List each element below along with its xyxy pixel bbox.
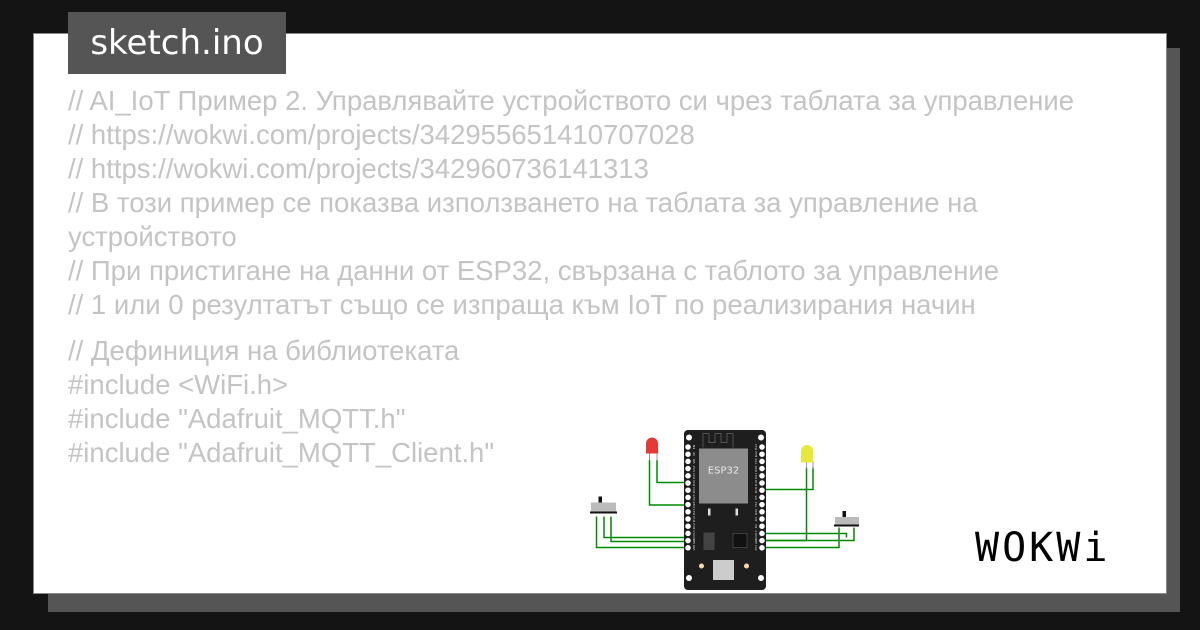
code-line: // В този пример се показва използването… (68, 187, 986, 252)
pin-label: D15 (754, 530, 758, 536)
button[interactable] (744, 563, 749, 569)
pin-label: RX2 (754, 509, 758, 515)
esp32-chip (699, 448, 748, 504)
code-line: // AI_IoT Пример 2. Управлявайте устройс… (68, 85, 1075, 116)
pin-label: D34 (692, 465, 696, 471)
pin-left-vn[interactable] (685, 458, 691, 465)
pin-label: D18 (754, 487, 758, 493)
pin-label: VN (692, 459, 696, 463)
pin-right-d18[interactable] (759, 487, 765, 493)
pin-label: GND (754, 536, 758, 544)
pin-left-vin[interactable] (685, 545, 691, 551)
esp32-board[interactable]: ESP32 ENVPVND34D35D32D33D25D26D27D14D12D… (684, 430, 766, 590)
pin-left-d33[interactable] (685, 487, 691, 493)
code-line: // https://wokwi.com/projects/3429607361… (68, 153, 649, 184)
code-line: #include "Adafruit_MQTT_Client.h" (68, 437, 495, 468)
slide-switch-right[interactable] (834, 511, 859, 527)
wire (762, 532, 848, 538)
wire (762, 527, 855, 542)
pin-label: EN (692, 445, 696, 449)
pin-left-vp[interactable] (685, 451, 691, 457)
pin-right-rx2[interactable] (759, 509, 765, 515)
pin-label: D12 (692, 523, 696, 529)
pin-left-d27[interactable] (685, 509, 691, 515)
slide-switch-left[interactable] (590, 496, 617, 514)
pin-label: TX2 (754, 502, 758, 509)
pin-left-d13[interactable] (685, 530, 691, 537)
pin-left-gnd[interactable] (685, 537, 691, 544)
wire (762, 467, 814, 491)
wokwi-logo: WOKWi (975, 525, 1111, 571)
wire (648, 460, 689, 541)
pin-right-tx2[interactable] (759, 501, 765, 508)
pin-right-d15[interactable] (759, 530, 765, 537)
pin-label: D26 (692, 501, 696, 507)
pin-left-d26[interactable] (685, 501, 691, 508)
pin-left-en[interactable] (685, 444, 691, 450)
pin-label: TX0 (754, 458, 758, 465)
code-line: // Дефиниция на библиотеката (68, 335, 460, 366)
pin-label: D33 (692, 487, 696, 493)
pin-right-d21[interactable] (759, 473, 765, 479)
led-yellow[interactable] (801, 445, 814, 469)
code-view: // AI_IoT Пример 2. Управлявайте устройс… (68, 84, 1138, 470)
button[interactable] (699, 563, 704, 569)
pin-label: D23 (754, 444, 758, 450)
pin-right-3v3[interactable] (759, 545, 765, 551)
pin-left-d32[interactable] (685, 480, 691, 486)
circuit-diagram: ESP32 ENVPVND34D35D32D33D25D26D27D14D12D… (590, 430, 859, 590)
wire (762, 527, 840, 549)
wire (656, 460, 688, 484)
pin-label: D35 (692, 473, 696, 479)
pin-left-d34[interactable] (685, 465, 691, 472)
pin-right-tx0[interactable] (759, 458, 765, 465)
pin-right-d19[interactable] (759, 480, 765, 486)
wire (603, 516, 688, 539)
pin-label: VP (692, 452, 696, 456)
code-line: // https://wokwi.com/projects/3429556514… (68, 119, 695, 150)
pin-label: D4 (754, 517, 758, 521)
pin-right-d22[interactable] (759, 451, 765, 457)
board-label: ESP32 (708, 466, 739, 477)
pin-right-d23[interactable] (759, 444, 765, 450)
pin-label: VIN (692, 545, 696, 550)
pin-left-d35[interactable] (685, 473, 691, 479)
code-line: #include "Adafruit_MQTT.h" (68, 403, 406, 434)
pin-label: D13 (692, 530, 696, 536)
code-line: #include <WiFi.h> (68, 369, 289, 400)
pin-label: D25 (692, 494, 696, 500)
file-tab: sketch.ino (68, 12, 286, 74)
code-card: // AI_IoT Пример 2. Управлявайте устройс… (33, 33, 1167, 594)
led-red[interactable] (646, 437, 658, 461)
pin-left-d25[interactable] (685, 494, 691, 501)
code-line: // 1 или 0 резултатът също се изпраща къ… (68, 289, 976, 320)
pin-label: D19 (754, 480, 758, 486)
pin-right-d4[interactable] (759, 516, 765, 522)
pin-left-d12[interactable] (685, 523, 691, 529)
pin-label: D5 (754, 495, 758, 499)
pin-right-rx0[interactable] (759, 465, 765, 472)
pin-label: D32 (692, 480, 696, 486)
pin-label: D22 (754, 451, 758, 457)
pin-right-d5[interactable] (759, 494, 765, 501)
pin-label: D2 (754, 524, 758, 528)
wire (610, 516, 688, 543)
pin-label: RX0 (754, 465, 758, 471)
pin-left-d14[interactable] (685, 516, 691, 522)
pin-label: 3V3 (754, 545, 758, 551)
pin-label: D27 (692, 509, 696, 515)
wire (595, 516, 688, 549)
pin-label: D14 (692, 516, 696, 522)
pin-label: GND (692, 536, 696, 544)
pin-right-gnd[interactable] (759, 537, 765, 544)
pin-right-d2[interactable] (759, 523, 765, 529)
wire (762, 467, 808, 542)
code-line (68, 322, 1138, 334)
pin-label: D21 (754, 473, 758, 479)
code-line: // При пристигане на данни от ESP32, свъ… (68, 255, 1000, 286)
usb-port (713, 560, 734, 580)
